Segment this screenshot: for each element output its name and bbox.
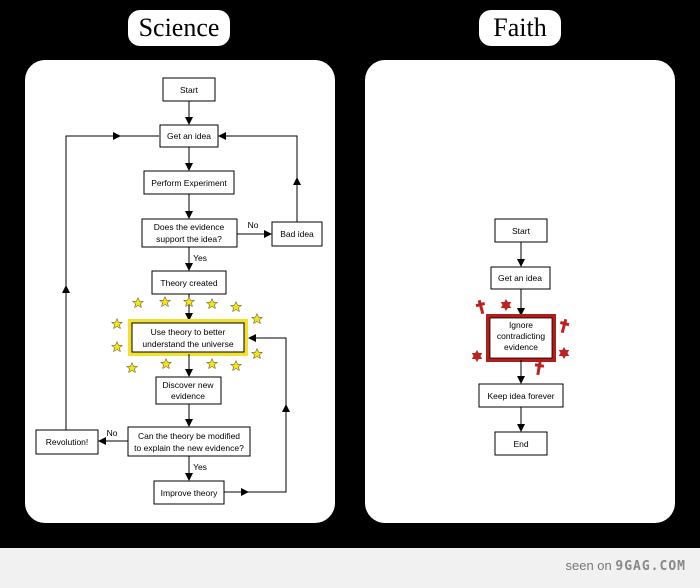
cross-icon: [475, 299, 486, 315]
faith-start-node: Start: [494, 218, 548, 243]
sci-discover-label-1: Discover new: [162, 380, 214, 390]
sci-use-theory-label-2: understand the universe: [142, 339, 233, 349]
faith-keep-label: Keep idea forever: [487, 391, 554, 401]
star-icon: [111, 318, 123, 329]
star-icon: [230, 360, 242, 371]
sci-start-label: Start: [180, 85, 199, 95]
faith-ignore-node: Ignore contradicting evidence: [486, 314, 556, 362]
brand-logo-text[interactable]: 9GAG.COM: [615, 559, 686, 574]
star-icon: [159, 296, 171, 307]
sci-improve-node: Improve theory: [153, 480, 225, 505]
sci-edge-revolution-back: [65, 135, 159, 430]
star-icon: [111, 341, 123, 352]
sci-evidence-label-2: support the idea?: [156, 234, 222, 244]
crescent-icon: [472, 325, 478, 337]
faith-symbol-decorations: [471, 297, 570, 376]
star-icon: [251, 313, 263, 324]
star-of-david-icon: [500, 299, 512, 311]
sci-modify-label-1: Can the theory be modified: [138, 431, 240, 441]
seen-on-text: seen on: [565, 558, 612, 573]
sci-bad-idea-node: Bad idea: [271, 221, 323, 247]
sci-no-label-1: No: [248, 220, 259, 230]
sci-evidence-label-1: Does the evidence: [154, 222, 225, 232]
sci-revolution-node: Revolution!: [35, 429, 99, 455]
star-icon: [126, 362, 138, 373]
faith-start-label: Start: [512, 226, 531, 236]
sci-start-node: Start: [162, 77, 216, 102]
sci-discover-node: Discover new evidence: [155, 376, 222, 405]
sci-revolution-label: Revolution!: [46, 437, 89, 447]
faith-get-idea-label: Get an idea: [498, 273, 542, 283]
faith-end-label: End: [513, 439, 528, 449]
cross-icon: [534, 360, 545, 376]
star-icon: [206, 298, 218, 309]
sci-yes-label-1: Yes: [193, 253, 207, 263]
sci-modify-node: Can the theory be modified to explain th…: [127, 426, 251, 457]
flowcharts: Start Get an idea Perform Experiment Doe…: [35, 77, 570, 505]
star-of-david-icon: [471, 350, 483, 362]
crescent-icon: [536, 297, 542, 309]
star-icon: [251, 348, 263, 359]
science-title: Science: [128, 10, 230, 46]
sci-perform-label: Perform Experiment: [151, 178, 227, 188]
sci-modify-label-2: to explain the new evidence?: [134, 443, 244, 453]
sci-perform-node: Perform Experiment: [143, 170, 235, 195]
sci-yes-label-2: Yes: [193, 462, 207, 472]
faith-ignore-label-1: Ignore: [509, 320, 533, 330]
footer-bar: seen on 9GAG.COM: [0, 548, 700, 588]
faith-ignore-label-2: contradicting: [497, 331, 545, 341]
footer-credit: seen on 9GAG.COM: [565, 558, 686, 574]
sci-bad-idea-label: Bad idea: [280, 229, 314, 239]
sci-discover-label-2: evidence: [171, 391, 205, 401]
sci-edge-improve-back: [224, 337, 287, 493]
star-icon: [132, 297, 144, 308]
sci-use-theory-label-1: Use theory to better: [151, 327, 226, 337]
sci-no-label-2: No: [107, 428, 118, 438]
star-icon: [160, 358, 172, 369]
star-of-david-icon: [558, 347, 570, 359]
faith-title: Faith: [479, 10, 561, 46]
faith-get-idea-node: Get an idea: [490, 266, 551, 290]
sci-use-theory-node: Use theory to better understand the univ…: [128, 319, 248, 356]
star-icon: [230, 301, 242, 312]
sci-get-idea-label: Get an idea: [167, 131, 211, 141]
sci-get-idea-node: Get an idea: [159, 124, 219, 148]
sci-edge-bad-back: [252, 135, 298, 222]
sci-improve-label: Improve theory: [161, 488, 218, 498]
faith-keep-node: Keep idea forever: [478, 383, 564, 408]
star-icon: [206, 358, 218, 369]
crescent-icon: [499, 363, 505, 375]
cross-icon: [559, 318, 570, 334]
sci-theory-label: Theory created: [160, 278, 217, 288]
sci-theory-node: Theory created: [151, 270, 227, 295]
faith-end-node: End: [494, 431, 548, 456]
faith-ignore-label-3: evidence: [504, 342, 538, 352]
sci-evidence-node: Does the evidence support the idea?: [141, 218, 238, 248]
